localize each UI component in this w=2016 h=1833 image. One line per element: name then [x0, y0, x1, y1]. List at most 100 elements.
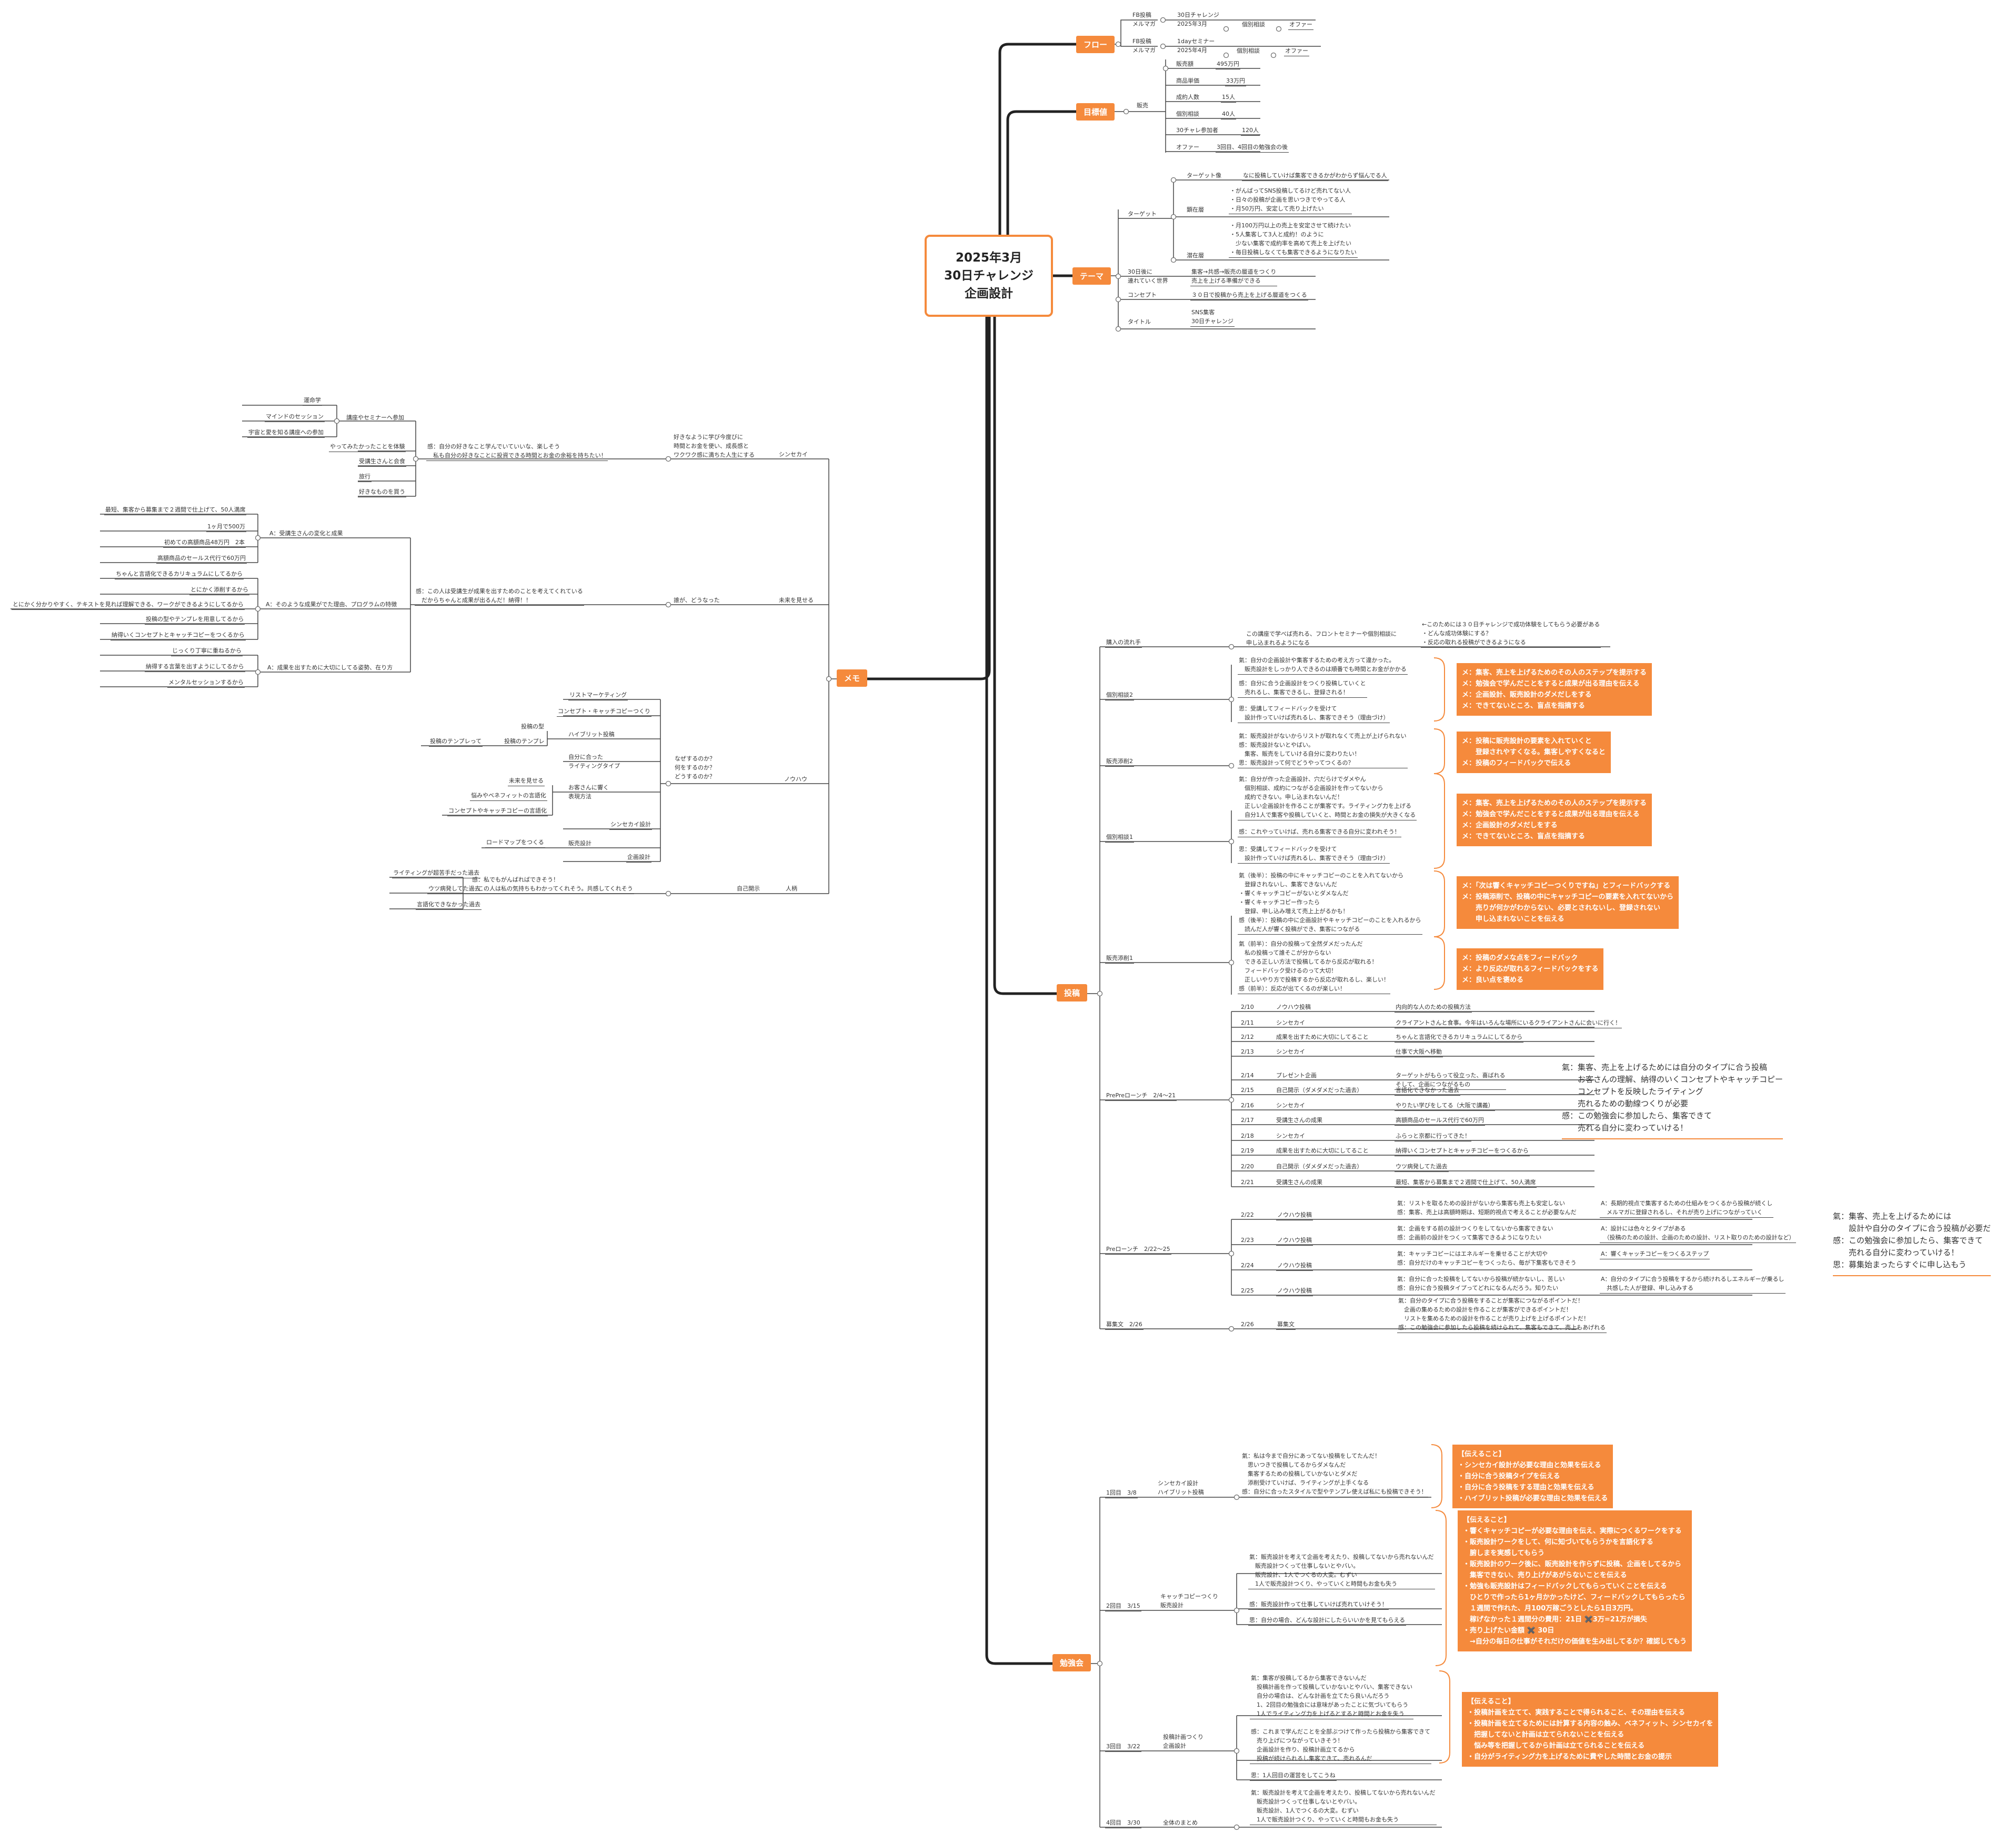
memo-a2-item-4[interactable]: 納得いくコンセプトとキャッチコピーをつくるから — [111, 630, 246, 640]
pre-date[interactable]: 2/25 — [1241, 1287, 1254, 1294]
posts-kobetsu1-b[interactable]: 感：これやっていけば、売れる集客できる自分に変われそう！ — [1238, 827, 1401, 837]
theme-world[interactable]: 集客→共感→販売の層道をつくり 売上を上げる準備ができる — [1190, 267, 1278, 286]
schedule-post-type[interactable]: 成果を出すために大切にしてること — [1276, 1034, 1369, 1040]
schedule-post-content[interactable]: ちゃんと言語化できるカリキュラムにしてるから — [1395, 1033, 1524, 1043]
schedule-post-type[interactable]: 自己開示（ダメダメだった過去） — [1276, 1163, 1363, 1170]
memo-kh-item-5[interactable]: シンセカイ設計 — [609, 820, 652, 830]
pre-post-answer[interactable]: A：長期的視点で集客するための仕組みをつくるから投稿が続くし メルマガに登録され… — [1600, 1199, 1774, 1218]
study-s4-topic[interactable]: 全体のまとめ — [1163, 1819, 1198, 1826]
theme-target-image[interactable]: なに投稿していけば集客できるかがわからず悩んでる人 — [1242, 171, 1388, 181]
memo-kh-item-0[interactable]: リストマーケティング — [568, 690, 628, 700]
goal-row-0-value[interactable]: 495万円 — [1216, 59, 1240, 69]
schedule-date[interactable]: 2/10 — [1241, 1004, 1254, 1010]
schedule-post-type[interactable]: 受講生さんの成果 — [1276, 1117, 1322, 1124]
schedule-post-type[interactable]: シンセカイ — [1276, 1102, 1305, 1109]
flow-r2-consult[interactable]: 個別相談 — [1237, 47, 1260, 54]
memo-future[interactable]: 未来を見せる — [779, 597, 814, 604]
goal-row-3-label[interactable]: 個別相談 — [1176, 111, 1199, 117]
study-s2-topic[interactable]: キャッチコピーつくり 販売設計 — [1160, 1593, 1218, 1609]
branch-posts[interactable]: 投稿 — [1057, 984, 1088, 1001]
schedule-date[interactable]: 2/12 — [1241, 1034, 1254, 1040]
schedule-post-type[interactable]: シンセカイ — [1276, 1133, 1305, 1139]
pre-post-feel[interactable]: 氣：キャッチコピーにはエネルギーを乗せることが大切や 感：自分だけのキャッチコピ… — [1397, 1250, 1577, 1266]
schedule-post-content[interactable]: 言語化できなかった過去 — [1395, 1086, 1460, 1096]
schedule-post-content[interactable]: ターゲットがもらって役立った、喜ばれる そして、企画につながるもの — [1395, 1071, 1507, 1090]
study-s3[interactable]: 3回目 3/22 — [1105, 1742, 1141, 1752]
posts-flow-text[interactable]: この講座で学べば売れる、フロントセミナーや個別相談に 申し込まれるようになる — [1246, 630, 1397, 646]
pre-post-type[interactable]: ノウハウ投稿 — [1276, 1236, 1313, 1246]
schedule-date[interactable]: 2/13 — [1241, 1048, 1254, 1055]
memo-a3-item-0[interactable]: じっくり丁寧に重ねるから — [171, 646, 243, 656]
memo-a1-item-2[interactable]: 初めての高額商品48万円 2本 — [163, 538, 246, 548]
schedule-post-type[interactable]: プレゼント企画 — [1276, 1072, 1317, 1079]
schedule-post-content[interactable]: やりたい学びをしてる（大阪で講義） — [1395, 1101, 1495, 1111]
posts-sales2[interactable]: 販売添削2 — [1105, 757, 1134, 767]
goal-row-4-value[interactable]: 120人 — [1241, 126, 1260, 136]
memo-shinsekai-item-0[interactable]: 講座やセミナーへ参加 — [346, 414, 404, 421]
study-s3-topic[interactable]: 投稿計画つくり 企画設計 — [1163, 1734, 1203, 1749]
memo-shinsekai-item-4[interactable]: 好きなものを買う — [358, 487, 406, 497]
memo-kh-item-3[interactable]: 自分に合った ライティングタイプ — [568, 754, 620, 769]
study-s1-text[interactable]: 氣：私は今まで自分にあってない投稿をしてたんだ！ 思いつきで投稿してるからダメな… — [1241, 1451, 1428, 1497]
branch-theme[interactable]: テーマ — [1072, 267, 1111, 285]
schedule-post-type[interactable]: 受講生さんの成果 — [1276, 1179, 1322, 1186]
memo-express-sub-0[interactable]: 未来を見せる — [508, 776, 545, 786]
theme-title[interactable]: SNS集客 30日チャレンジ — [1190, 308, 1235, 327]
goal-row-4-label[interactable]: 30チャレ参加者 — [1176, 127, 1218, 134]
goal-row-1-label[interactable]: 商品単価 — [1176, 77, 1199, 84]
flow-r1-challenge[interactable]: 30日チャレンジ 2025年3月 — [1177, 12, 1219, 27]
schedule-post-content[interactable]: ふらっと京都に行ってきた！ — [1395, 1131, 1472, 1141]
schedule-post-content[interactable]: 内向的な人のための投稿方法 — [1395, 1003, 1472, 1013]
schedule-post-content[interactable]: 高額商品のセールス代行で60万円 — [1395, 1116, 1485, 1126]
posts-kobetsu2-b[interactable]: 感：自分に合う企画設計をつくり投稿していくと 売れるし、集客できるし、登録される… — [1238, 679, 1367, 698]
pre-post-feel[interactable]: 氣：自分に合った投稿をしてないから投稿が続かないし、苦しい 感：自分に合う投稿タ… — [1397, 1276, 1565, 1291]
theme-potential[interactable]: ・月100万円以上の売上を安定させて続けたい ・5人集客して3人と成約！のように… — [1229, 221, 1358, 258]
posts-recruit[interactable]: 募集文 2/26 — [1105, 1320, 1144, 1330]
posts-sales1-b[interactable]: 氣（前半）：自分の投稿って全然ダメだったんだ 私の投稿って誰そこが分からない で… — [1238, 939, 1390, 994]
posts-pre[interactable]: Preローンチ 2/22〜25 — [1105, 1245, 1171, 1255]
memo-express-sub-2[interactable]: コンセプトやキャッチコピーの言語化 — [447, 806, 548, 816]
memo-knowhow[interactable]: ノウハウ — [784, 776, 807, 783]
flow-r2-channel[interactable]: FB投稿 メルマガ — [1132, 38, 1156, 54]
goal-row-2-value[interactable]: 15人 — [1221, 93, 1236, 103]
memo-a2-item-2[interactable]: とにかく分かりやすく、テキストを見れば理解できる、ワークができるようにしてるから — [12, 600, 245, 610]
memo-hybrid-sub-1[interactable]: 投稿のテンプレ — [504, 738, 545, 745]
memo-a3-item-1[interactable]: 納得する言葉を出すようにしてるから — [145, 662, 245, 672]
schedule-post-content[interactable]: 仕事で大阪へ移動 — [1395, 1047, 1443, 1057]
schedule-date[interactable]: 2/11 — [1241, 1019, 1254, 1026]
flow-r2-seminar[interactable]: 1dayセミナー 2025年4月 — [1177, 38, 1215, 54]
pre-post-feel[interactable]: 氣：企画をする前の設計つくりをしてないから集客できない 感：企画前の設計をつくっ… — [1397, 1225, 1553, 1241]
posts-flow-label[interactable]: 購入の流れ手 — [1105, 638, 1142, 648]
goal-row-3-value[interactable]: 40人 — [1221, 109, 1236, 119]
memo-shinsekai-feel[interactable]: 感：自分の好きなこと学んでいていいな、楽しそう 私も自分の好きなことに投資できる… — [426, 442, 608, 461]
memo-hybrid-sub-2[interactable]: 投稿のテンプレって — [429, 737, 483, 747]
posts-sales1-callout-1[interactable]: メ：「次は響くキャッチコピーつくりですね」とフィードバックする メ：投稿添削で、… — [1457, 876, 1679, 929]
memo-shinsekai-item-3[interactable]: 旅行 — [358, 472, 372, 482]
pre-date[interactable]: 2/23 — [1241, 1237, 1254, 1244]
schedule-date[interactable]: 2/17 — [1241, 1117, 1254, 1124]
flow-r2-offer[interactable]: オファー — [1284, 46, 1309, 56]
pre-post-type[interactable]: ノウハウ投稿 — [1276, 1286, 1313, 1296]
memo-a1-item-3[interactable]: 高額商品のセールス代行で60万円 — [156, 554, 247, 564]
study-s2-callout[interactable]: 【伝えること】 ・響くキャッチコピーが必要な理由を伝え、実際につくるワークをする… — [1458, 1510, 1692, 1651]
study-s1[interactable]: 1回目 3/8 — [1105, 1488, 1138, 1498]
study-s2-text-2[interactable]: 感：販売設計作って仕事していけば売れていけそう！ — [1248, 1600, 1389, 1610]
posts-kobetsu1-a[interactable]: 氣：自分が作った企画設計、穴だらけでダメやん 個別相談、成約につながる企画設計を… — [1238, 775, 1417, 820]
memo-kh-item-6[interactable]: 販売設計 — [568, 840, 591, 847]
schedule-post-type[interactable]: シンセカイ — [1276, 1048, 1305, 1055]
pre-post-answer[interactable]: A：響くキャッチコピーをつくるステップ — [1600, 1249, 1710, 1259]
study-s3-text-3[interactable]: 思：1人回目の運営をしてこうね — [1250, 1771, 1337, 1781]
posts-kobetsu2-c[interactable]: 思：受講してフィードバックを受けて 設計作っていけば売れるし、集客できそう（理由… — [1238, 704, 1390, 723]
pre-post-answer[interactable]: A：自分のタイプに合う投稿をするから続けれるしエネルギーが乗るし 共感した人が登… — [1600, 1275, 1786, 1294]
posts-recruit-text[interactable]: 氣：自分のタイプに合う投稿をすることが集客につながるポイントだ！ 企画の集めるた… — [1397, 1296, 1607, 1333]
pre-date[interactable]: 2/24 — [1241, 1262, 1254, 1269]
posts-sales1-callout-2[interactable]: メ：投稿のダメな点をフィードバック メ：より反応が取れるフィードバックをする メ… — [1457, 948, 1604, 990]
memo-kh-item-2[interactable]: ハイブリット投稿 — [568, 731, 615, 738]
memo-person-feel[interactable]: 感：私でもがんばればできそう！ この人は私の気持ちもわかってくれそう。共感してく… — [471, 875, 634, 894]
memo-a2-item-0[interactable]: ちゃんと言語化できるカリキュラムにしてるから — [115, 569, 244, 579]
schedule-post-type[interactable]: 成果を出すために大切にしてること — [1276, 1147, 1369, 1154]
pre-post-type[interactable]: ノウハウ投稿 — [1276, 1261, 1313, 1271]
posts-summary-2[interactable]: 氣：集客、売上を上げるためには 設計や自分のタイプに合う投稿が必要だ 感：この勉… — [1833, 1210, 1991, 1276]
memo-shinsekai-item-1[interactable]: やってみたかったことを体験 — [329, 442, 406, 452]
schedule-date[interactable]: 2/18 — [1241, 1133, 1254, 1139]
